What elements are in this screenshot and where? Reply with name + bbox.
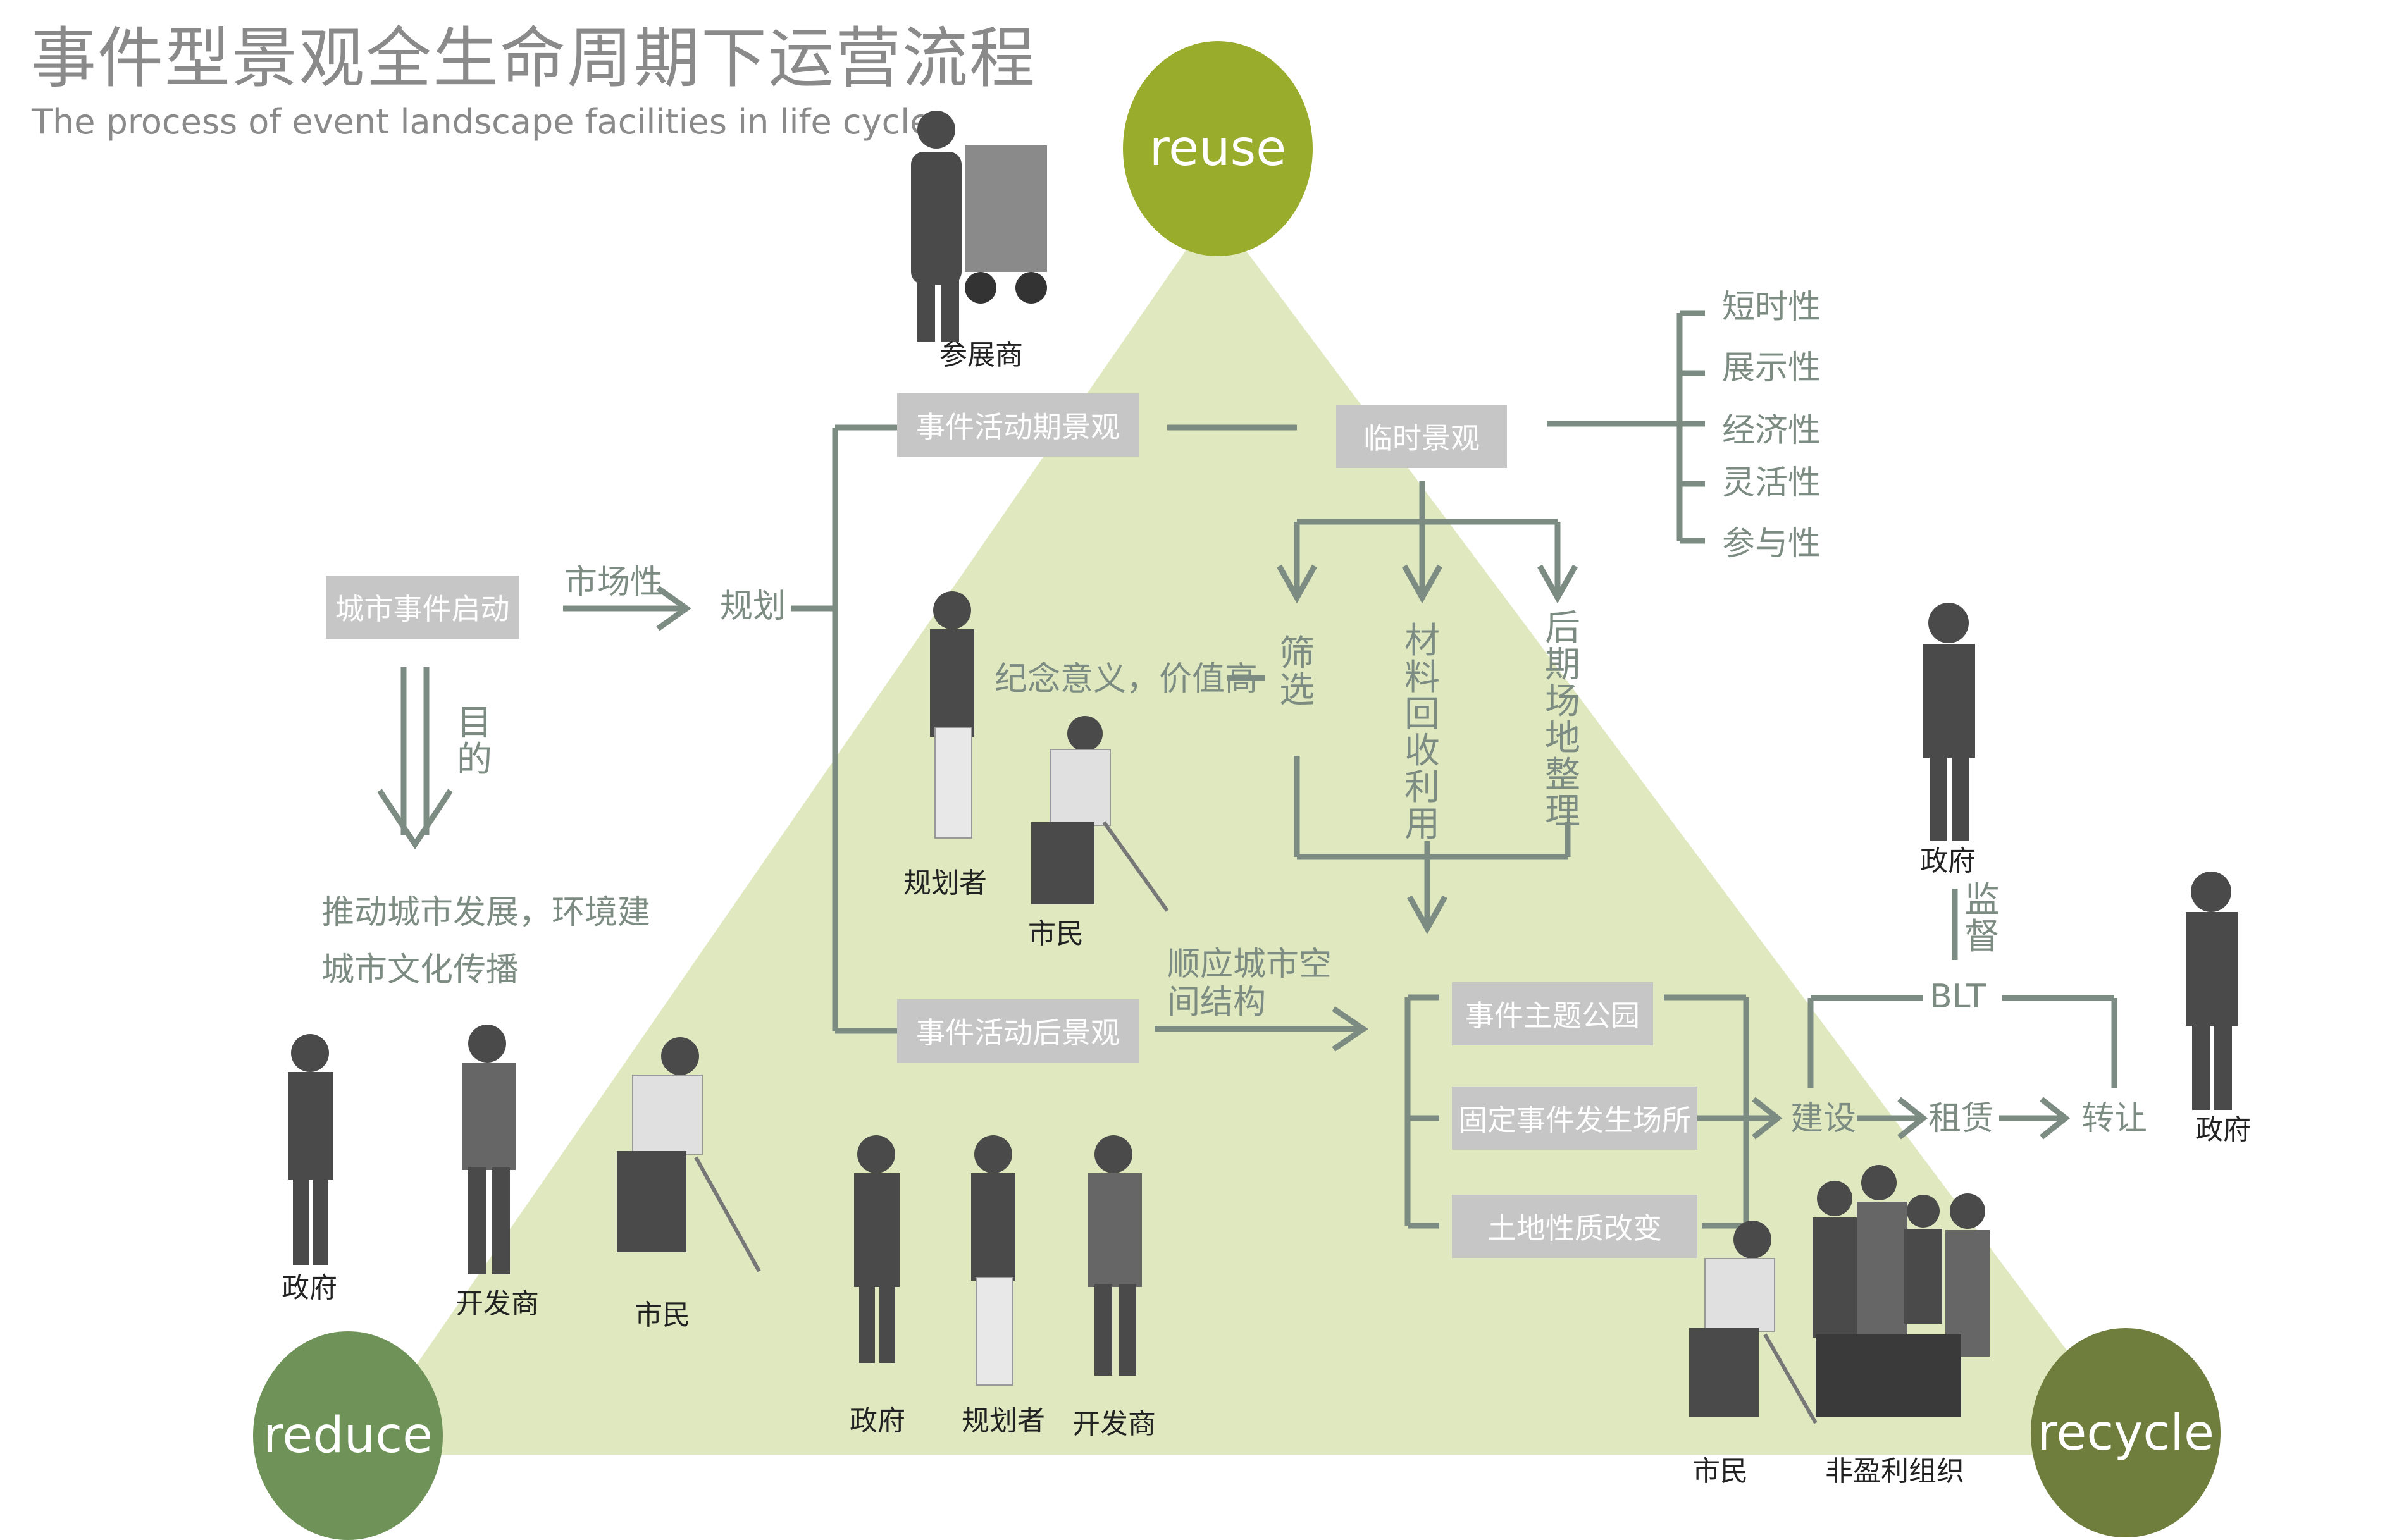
government-label-bottom-middle: 政府 <box>850 1405 905 1437</box>
reuse-label: reuse <box>1149 120 1287 177</box>
during-event-box: 事件活动期景观 <box>897 393 1139 457</box>
screen-label: 筛选 <box>1279 633 1315 711</box>
government-label-far-right: 政府 <box>2195 1114 2251 1146</box>
during-event-label: 事件活动期景观 <box>916 410 1120 444</box>
property-3: 经济性 <box>1722 412 1821 450</box>
connector-lines <box>377 310 2117 1229</box>
developer-label-bottom-left: 开发商 <box>455 1288 539 1320</box>
diagram-subtitle: The process of event landscape facilitie… <box>32 102 931 142</box>
life-cycle-triangle <box>354 209 2145 1455</box>
citizen-label-top: 市民 <box>1028 918 1084 950</box>
property-4: 灵活性 <box>1722 464 1821 502</box>
purpose-label: 目的 <box>457 703 492 780</box>
event-start-label: 城市事件启动 <box>335 592 510 626</box>
plan-label: 规划 <box>720 588 786 625</box>
planner-label-bottom-middle: 规划者 <box>962 1405 1045 1437</box>
outcome-label-3: 土地性质改变 <box>1487 1211 1662 1245</box>
reduce-label: reduce <box>263 1407 433 1464</box>
after-event-box: 事件活动后景观 <box>897 999 1139 1063</box>
supervise-label: 监督 <box>1964 880 2000 958</box>
property-1: 短时性 <box>1722 288 1821 326</box>
goal-line-2: 城市文化传播 <box>321 951 519 989</box>
citizen-label-bottom-right: 市民 <box>1692 1455 1748 1488</box>
citizen-label-bottom-left: 市民 <box>635 1299 690 1331</box>
outcome-label-1: 事件主题公园 <box>1465 999 1640 1033</box>
temporary-landscape-box: 临时景观 <box>1336 405 1507 468</box>
outcome-box-1: 事件主题公园 <box>1452 982 1653 1045</box>
temporary-landscape-label: 临时景观 <box>1363 421 1480 455</box>
goal-line-1: 推动城市发展，环境建 <box>321 894 651 932</box>
lease-label: 租赁 <box>1928 1100 1995 1138</box>
property-2: 展示性 <box>1722 349 1821 387</box>
outcome-box-2: 固定事件发生场所 <box>1452 1087 1697 1150</box>
event-start-box: 城市事件启动 <box>326 576 519 639</box>
property-5: 参与性 <box>1722 525 1821 563</box>
build-label: 建设 <box>1790 1100 1857 1138</box>
conform-label: 顺应城市空间结构 <box>1167 946 1332 1021</box>
government-label-right-top: 政府 <box>1920 845 1976 877</box>
government-label-bottom-left: 政府 <box>282 1272 337 1304</box>
memorial-label: 纪念意义，价值高 <box>995 660 1258 698</box>
outcome-label-2: 固定事件发生场所 <box>1458 1103 1691 1137</box>
after-event-label: 事件活动后景观 <box>916 1016 1120 1050</box>
diagram-title: 事件型景观全生命周期下运营流程 <box>30 20 1037 97</box>
material-recycle-label: 材料回收利用 <box>1404 620 1440 845</box>
developer-label-bottom-middle: 开发商 <box>1072 1408 1156 1440</box>
recycle-circle: recycle <box>2031 1328 2221 1537</box>
npo-label: 非盈利组织 <box>1825 1455 1964 1488</box>
blt-label: BLT <box>1930 978 1986 1016</box>
recycle-label: recycle <box>2037 1404 2214 1462</box>
post-arrange-label: 后期场地整理 <box>1545 608 1580 832</box>
reduce-circle: reduce <box>253 1331 443 1540</box>
market-label: 市场性 <box>564 564 664 601</box>
reuse-circle: reuse <box>1123 41 1313 256</box>
outcome-box-3: 土地性质改变 <box>1452 1195 1697 1258</box>
transfer-label: 转让 <box>2081 1100 2148 1138</box>
exhibitor-label: 参展商 <box>939 339 1023 371</box>
planner-label-top: 规划者 <box>903 867 987 899</box>
